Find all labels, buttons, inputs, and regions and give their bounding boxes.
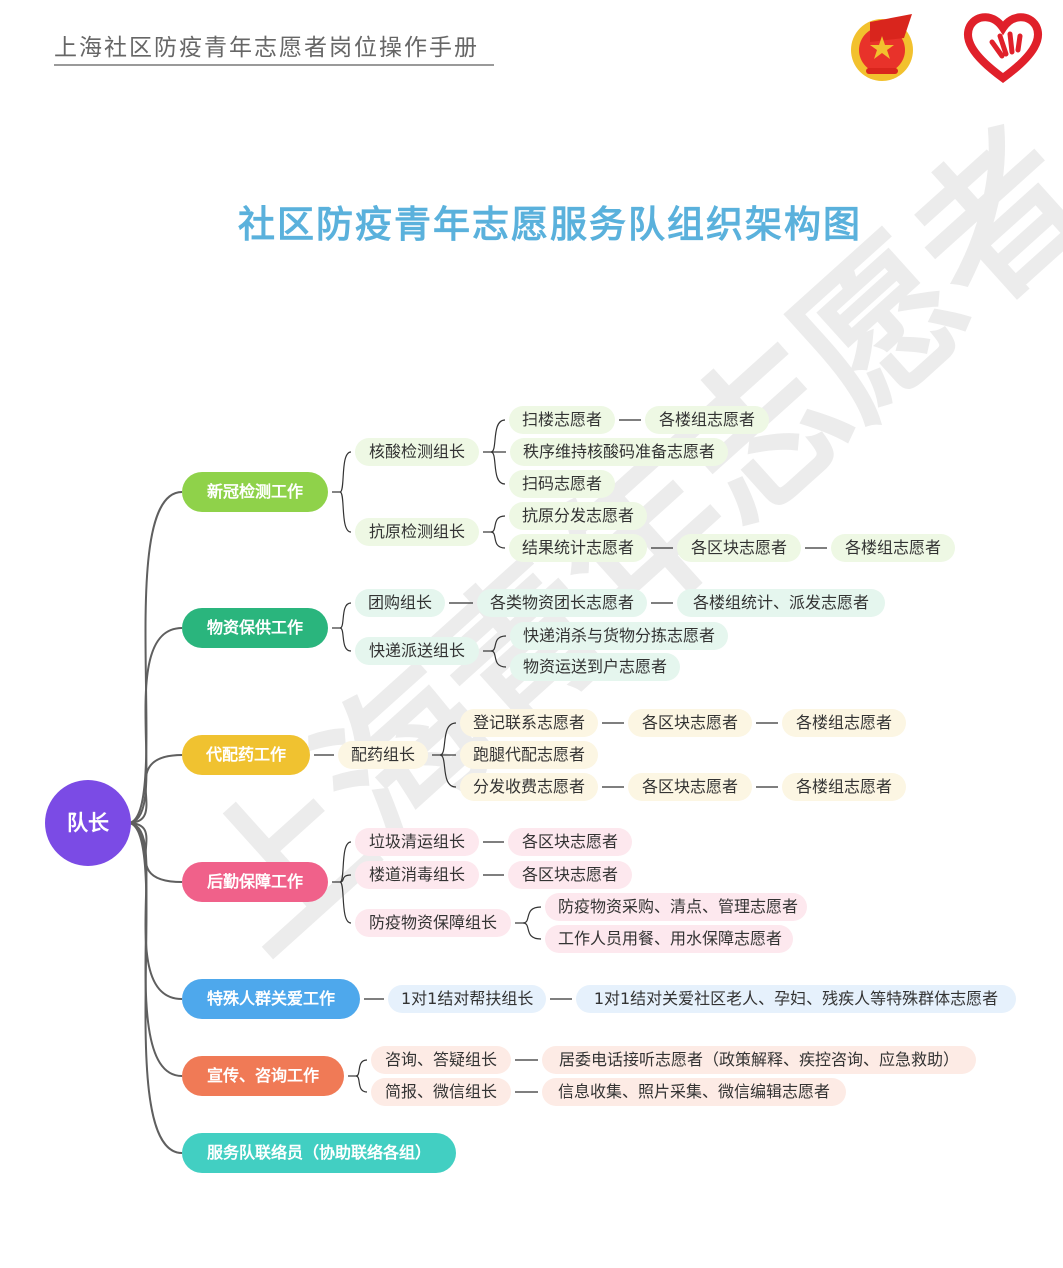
volunteer-node: 信息收集、照片采集、微信编辑志愿者: [542, 1078, 846, 1106]
group-leader: 团购组长: [355, 589, 445, 617]
group-leader: 垃圾清运组长: [355, 828, 479, 856]
volunteer-node: 防疫物资采购、清点、管理志愿者: [545, 893, 807, 921]
group-leader: 1对1结对帮扶组长: [388, 985, 546, 1013]
volunteer-node: 各区块志愿者: [508, 861, 632, 889]
volunteer-node: 各区块志愿者: [628, 709, 752, 737]
volunteer-node: 各楼组志愿者: [782, 709, 906, 737]
volunteer-node: 各区块志愿者: [628, 773, 752, 801]
group-leader: 抗原检测组长: [355, 518, 479, 546]
volunteer-node: 各楼组志愿者: [782, 773, 906, 801]
branch-logistics: 后勤保障工作: [182, 862, 328, 902]
branch-publicity: 宣传、咨询工作: [182, 1056, 344, 1096]
volunteer-node: 分发收费志愿者: [460, 773, 598, 801]
volunteer-node: 各楼组统计、派发志愿者: [677, 589, 885, 617]
group-leader: 配药组长: [338, 741, 428, 769]
volunteer-node: 工作人员用餐、用水保障志愿者: [545, 925, 793, 953]
volunteer-node: 抗原分发志愿者: [509, 502, 647, 530]
group-leader: 快递派送组长: [355, 637, 479, 665]
volunteer-node: 各楼组志愿者: [645, 406, 769, 434]
branch-supply: 物资保供工作: [182, 608, 328, 648]
volunteer-node: 各区块志愿者: [508, 828, 632, 856]
volunteer-node: 登记联系志愿者: [460, 709, 598, 737]
volunteer-node: 1对1结对关爱社区老人、孕妇、残疾人等特殊群体志愿者: [576, 985, 1016, 1013]
header-divider: [54, 64, 494, 66]
group-leader: 咨询、答疑组长: [371, 1046, 511, 1074]
branch-covid-testing: 新冠检测工作: [182, 472, 328, 512]
youth-league-emblem-icon: [851, 14, 913, 81]
volunteer-node: 结果统计志愿者: [509, 534, 647, 562]
group-leader: 防疫物资保障组长: [355, 909, 511, 937]
volunteer-node: 各区块志愿者: [677, 534, 801, 562]
volunteer-node: 跑腿代配志愿者: [460, 741, 598, 769]
group-leader: 楼道消毒组长: [355, 861, 479, 889]
volunteer-node: 各类物资团长志愿者: [477, 589, 647, 617]
diagram-title: 社区防疫青年志愿服务队组织架构图: [238, 203, 862, 246]
volunteer-node: 物资运送到户志愿者: [510, 653, 680, 681]
manual-title: 上海社区防疫青年志愿者岗位操作手册: [54, 35, 479, 61]
root-node: 队长: [45, 780, 131, 866]
volunteer-node: 快递消杀与货物分拣志愿者: [510, 622, 728, 650]
volunteer-node: 扫楼志愿者: [509, 406, 615, 434]
volunteer-heart-hand-icon: [963, 13, 1043, 83]
group-leader: 核酸检测组长: [355, 438, 479, 466]
volunteer-node: 各楼组志愿者: [831, 534, 955, 562]
branch-medicine: 代配药工作: [182, 735, 310, 775]
branch-special-care: 特殊人群关爱工作: [182, 979, 360, 1019]
branch-liaison: 服务队联络员（协助联络各组）: [182, 1133, 456, 1173]
volunteer-node: 居委电话接听志愿者（政策解释、疾控咨询、应急救助）: [542, 1046, 976, 1074]
group-leader: 简报、微信组长: [371, 1078, 511, 1106]
volunteer-node: 扫码志愿者: [509, 470, 615, 498]
volunteer-node: 秩序维持核酸码准备志愿者: [510, 438, 728, 466]
